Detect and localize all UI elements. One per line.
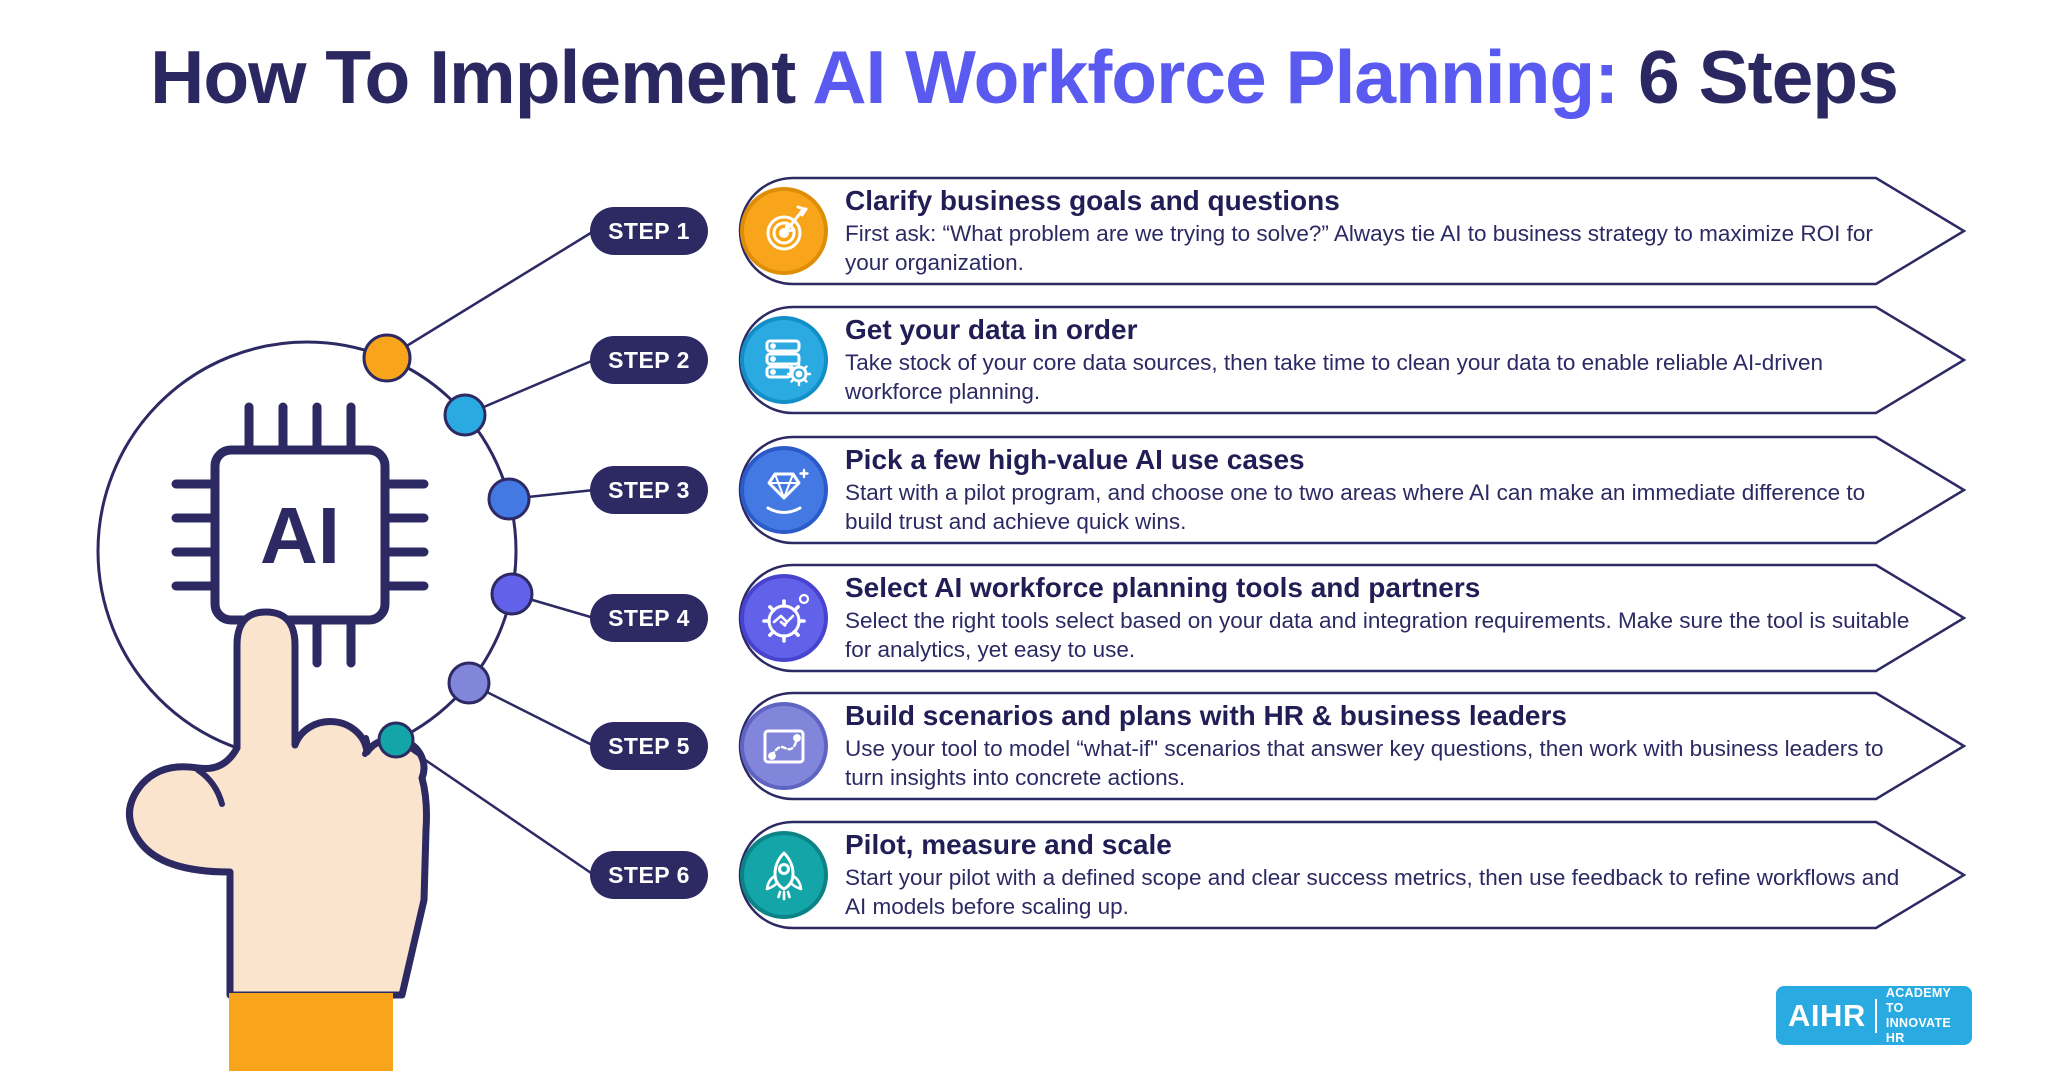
title-highlight: AI Workforce Planning: (795, 35, 1619, 119)
step-description: Start with a pilot program, and choose o… (845, 480, 1866, 534)
step-text-block: Build scenarios and plans with HR & busi… (845, 691, 1915, 801)
step-pill-1: STEP 1 (590, 207, 708, 255)
step-description: Take stock of your core data sources, th… (845, 350, 1824, 404)
step-pill-5: STEP 5 (590, 722, 708, 770)
step-heading: Pilot, measure and scale (845, 828, 1172, 860)
step-heading: Build scenarios and plans with HR & busi… (845, 699, 1567, 731)
step-pill-3: STEP 3 (590, 466, 708, 514)
step-description: Use your tool to model “what-if" scenari… (845, 736, 1884, 790)
step-description: First ask: “What problem are we trying t… (845, 221, 1873, 275)
data-stack-icon (765, 339, 812, 387)
sleeve (229, 993, 393, 1071)
step-pill-6: STEP 6 (590, 851, 708, 899)
logo-tagline-line-1: ACADEMY TO (1885, 985, 1951, 1015)
step-text-block: Pick a few high-value AI use cases Start… (845, 435, 1915, 545)
step-pill-label: STEP 6 (608, 861, 690, 888)
step-icon-disc (740, 446, 828, 534)
step-pill-label: STEP 1 (608, 217, 690, 244)
step-icon-disc (740, 831, 828, 919)
target-dart-icon (766, 205, 808, 251)
step-row-4: Select AI workforce planning tools and p… (0, 563, 2048, 673)
step-heading: Clarify business goals and questions (845, 184, 1340, 216)
blueprint-plan-icon (763, 729, 805, 764)
step-pill-2: STEP 2 (590, 336, 708, 384)
logo-brand: AIHR (1788, 997, 1866, 1033)
title-part-1: How To Implement (150, 35, 796, 119)
step-row-6: Pilot, measure and scale Start your pilo… (0, 820, 2048, 930)
step-text-block: Pilot, measure and scale Start your pilo… (845, 820, 1915, 930)
hand-diamond-icon (766, 468, 809, 514)
step-icon-disc (740, 702, 828, 790)
step-description: Select the right tools select based on y… (845, 608, 1910, 662)
gear-handshake-icon (762, 593, 810, 643)
step-text-block: Clarify business goals and questions Fir… (845, 176, 1915, 286)
step-pill-label: STEP 5 (608, 732, 690, 759)
rocket-icon (765, 851, 803, 901)
step-description: Start your pilot with a defined scope an… (845, 865, 1900, 919)
step-pill-label: STEP 3 (608, 476, 690, 503)
logo-divider (1874, 998, 1877, 1033)
step-heading: Select AI workforce planning tools and p… (845, 571, 1481, 603)
step-row-3: Pick a few high-value AI use cases Start… (0, 435, 2048, 545)
step-icon-disc (740, 316, 828, 404)
step-text-block: Get your data in order Take stock of you… (845, 305, 1915, 415)
step-row-1: Clarify business goals and questions Fir… (0, 176, 2048, 286)
title-part-3: 6 Steps (1618, 35, 1899, 119)
step-pill-label: STEP 4 (608, 604, 690, 631)
step-pill-4: STEP 4 (590, 594, 708, 642)
logo-tagline-line-2: INNOVATE HR (1885, 1015, 1952, 1045)
step-heading: Pick a few high-value AI use cases (845, 443, 1305, 475)
step-icon-disc (740, 574, 828, 662)
step-row-5: Build scenarios and plans with HR & busi… (0, 691, 2048, 801)
step-row-2: Get your data in order Take stock of you… (0, 305, 2048, 415)
step-text-block: Select AI workforce planning tools and p… (845, 563, 1915, 673)
step-icon-disc (740, 187, 828, 275)
aihr-logo: AIHR ACADEMY TO INNOVATE HR (1776, 986, 1972, 1045)
page-title: How To Implement AI Workforce Planning: … (0, 34, 2048, 120)
step-heading: Get your data in order (845, 313, 1138, 345)
step-pill-label: STEP 2 (608, 346, 690, 373)
logo-tagline: ACADEMY TO INNOVATE HR (1886, 986, 1960, 1046)
